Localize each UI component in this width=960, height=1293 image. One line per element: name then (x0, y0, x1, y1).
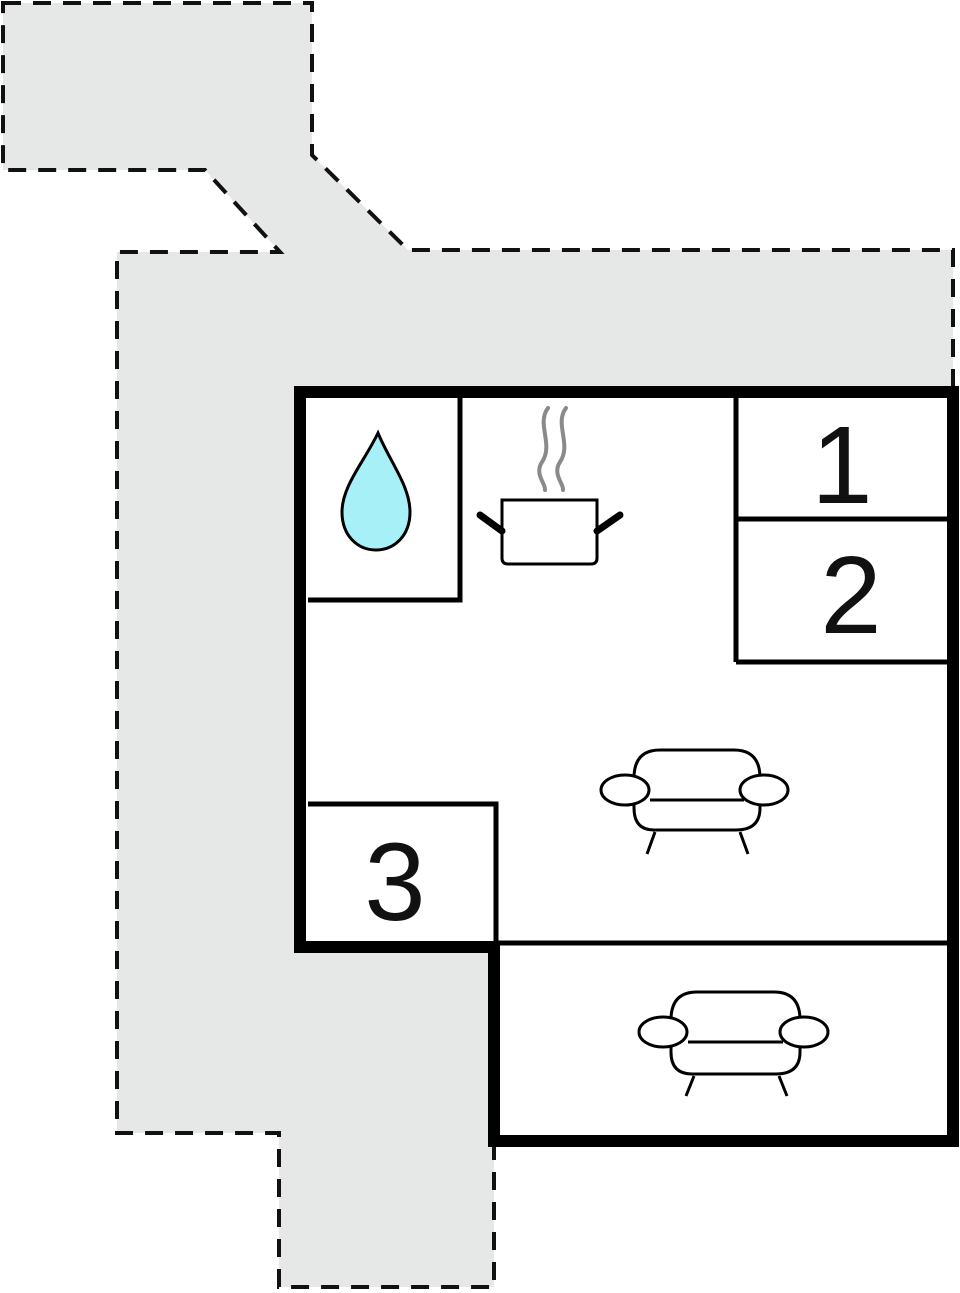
room-number-3: 3 (364, 821, 425, 944)
room-number-2: 2 (820, 534, 881, 657)
interior-floor (300, 392, 953, 1141)
bedroom-3-wall (308, 801, 499, 941)
sofa-icon (599, 748, 790, 855)
cooking-pot-icon (476, 406, 624, 566)
outer-wall (294, 386, 959, 1147)
interior-walls (308, 398, 947, 946)
bathroom-wall (308, 398, 463, 603)
water-drop-icon (340, 429, 412, 552)
room-number-1: 1 (811, 404, 872, 527)
sofa-icon (637, 990, 830, 1097)
